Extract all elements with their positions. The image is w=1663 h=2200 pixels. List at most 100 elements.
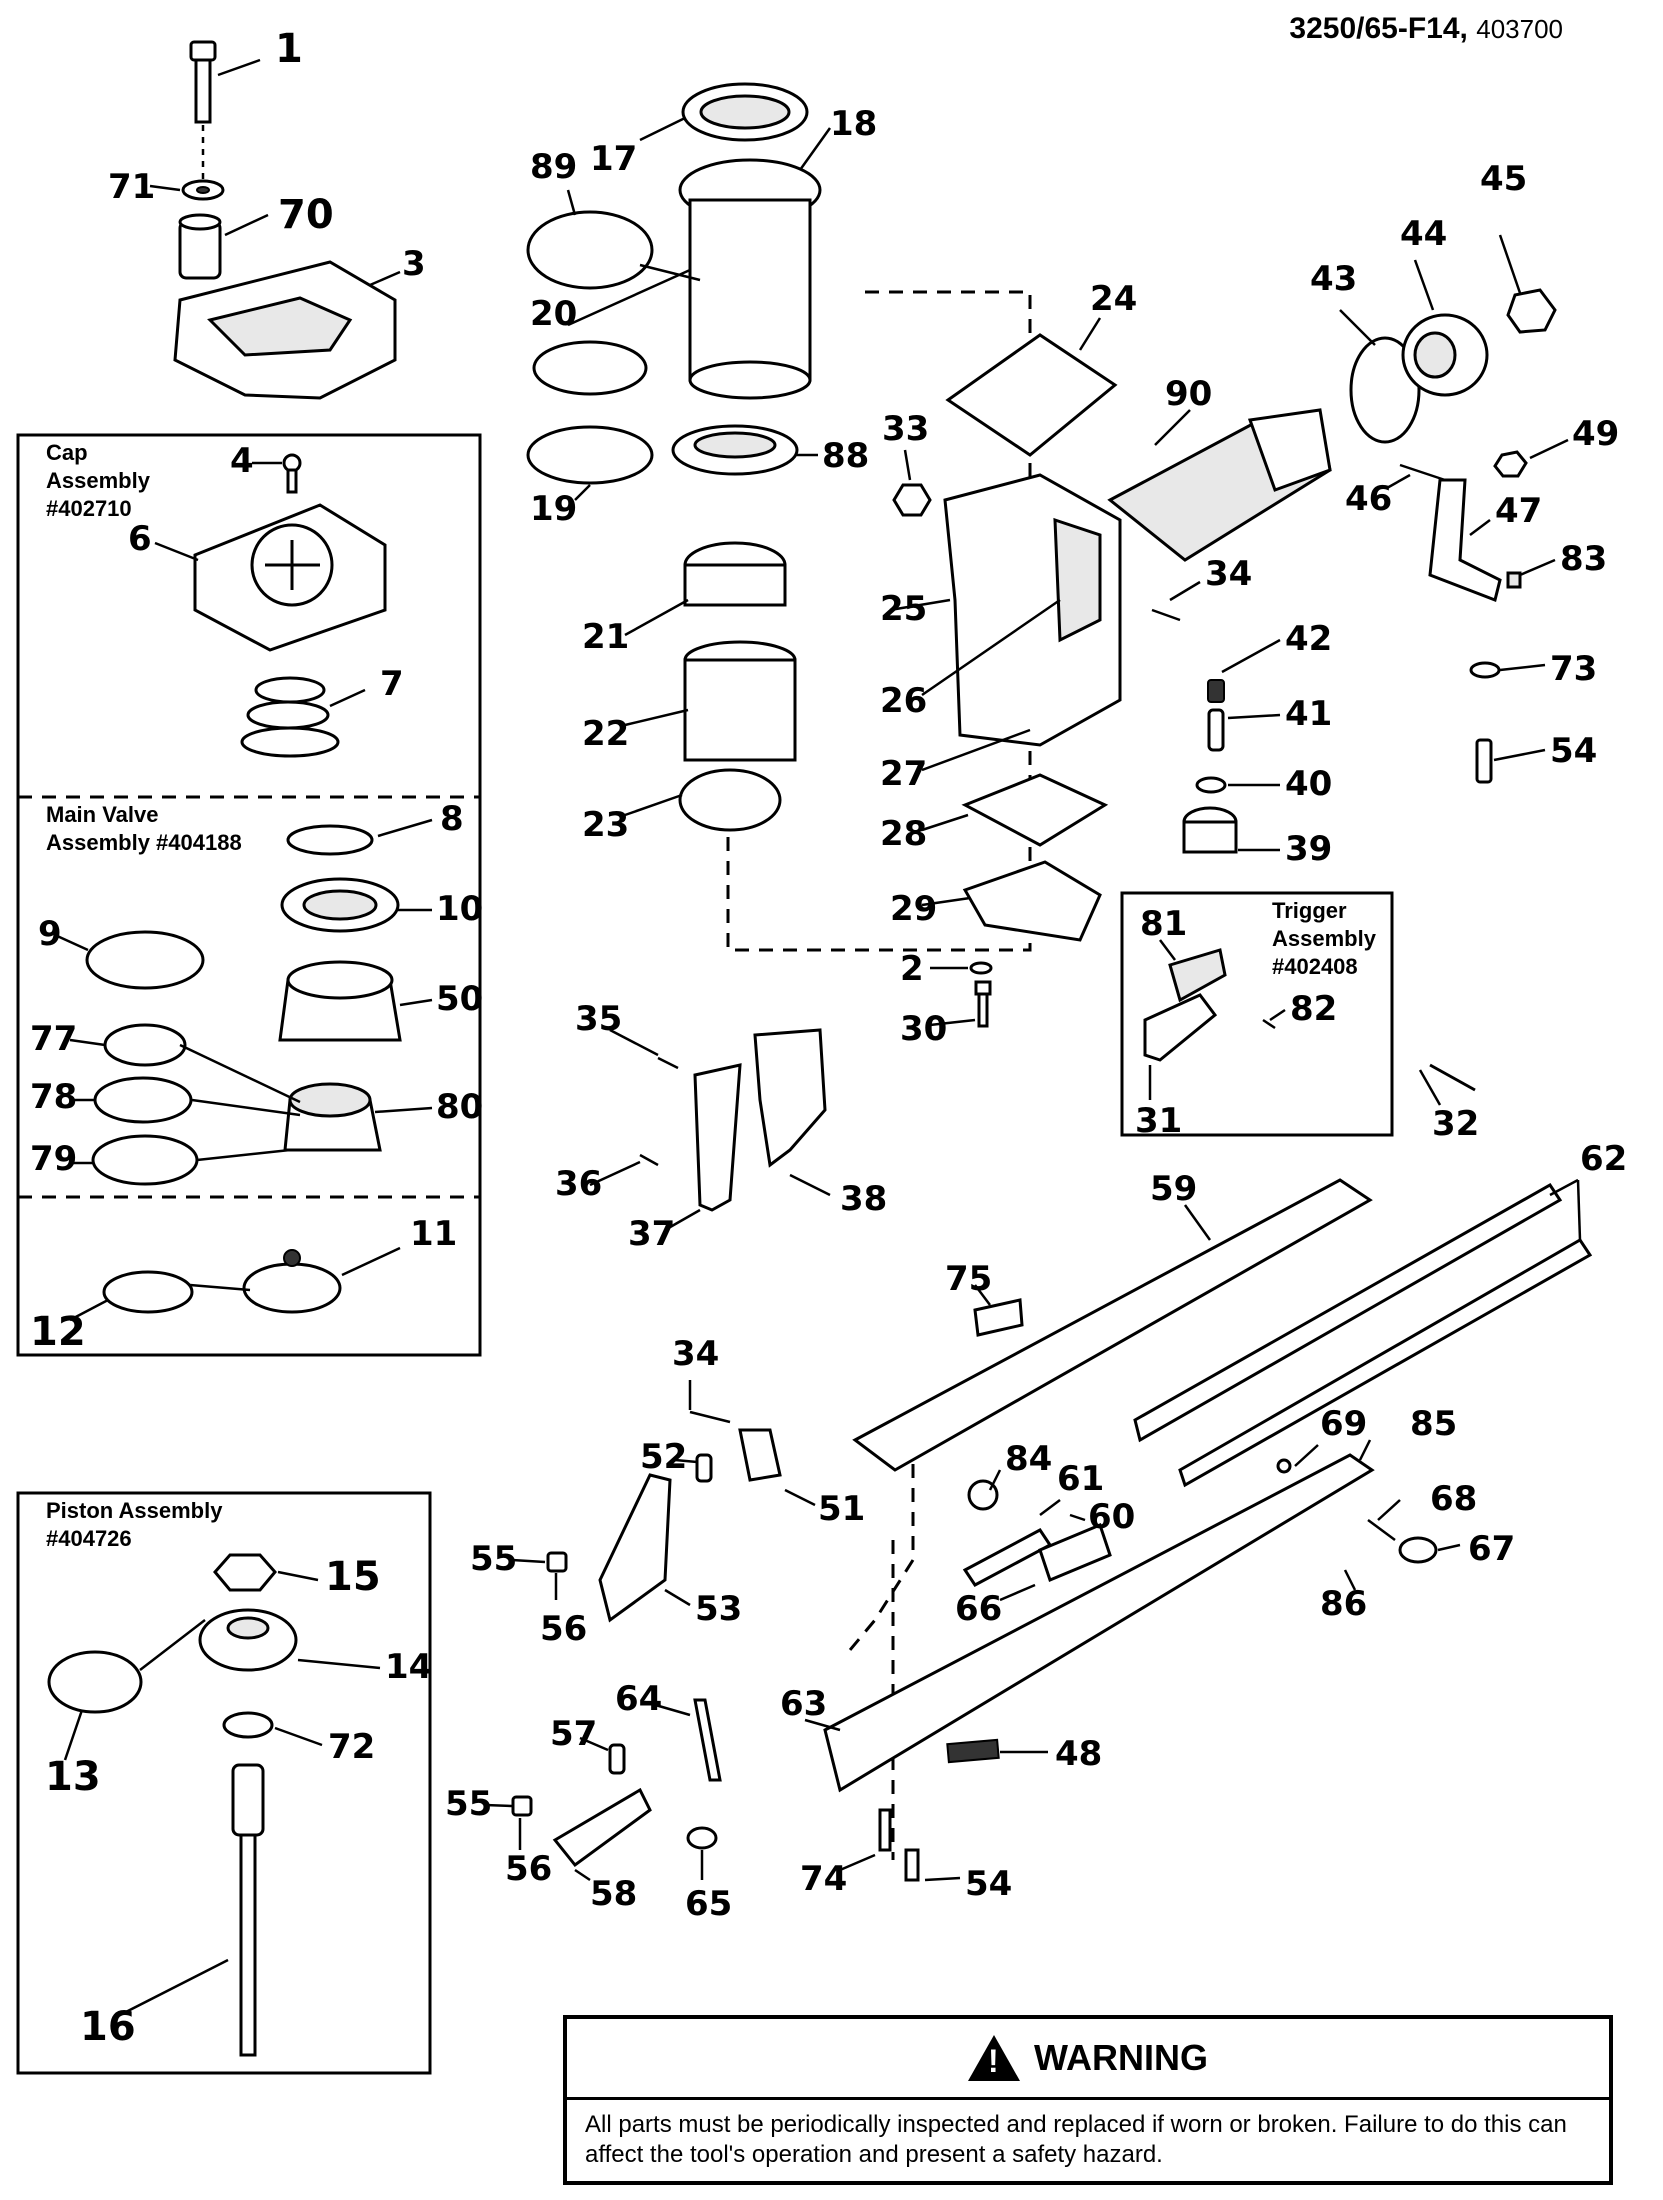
callout-number: 18 <box>830 104 877 144</box>
washer-part <box>1469 661 1501 679</box>
callout-number: 25 <box>880 589 927 629</box>
o-ring-part <box>91 1134 199 1186</box>
callout-number: 21 <box>582 617 629 657</box>
callout-number: 19 <box>530 489 577 529</box>
o-ring-part <box>1349 336 1421 444</box>
callout-number: 56 <box>540 1609 587 1649</box>
spring-part <box>695 1453 713 1483</box>
clip-part <box>1276 1458 1292 1474</box>
rail-part <box>1133 1183 1563 1443</box>
callout-number: 51 <box>818 1489 865 1529</box>
callout-number: 38 <box>840 1179 887 1219</box>
assembly-label: Assembly #404188 <box>46 830 242 855</box>
callout-number: 22 <box>582 714 629 754</box>
callout-number: 83 <box>1560 539 1607 579</box>
callout-number: 41 <box>1285 694 1332 734</box>
assembly-label: Assembly <box>46 468 151 493</box>
bumper-ring-part <box>683 541 787 607</box>
latch-part <box>738 1428 782 1482</box>
callout-number: 23 <box>582 805 629 845</box>
cap-valve-assembly-frame <box>16 433 482 1357</box>
callout-number: 63 <box>780 1684 827 1724</box>
callout-number: 78 <box>30 1077 77 1117</box>
screw-part <box>904 1848 920 1882</box>
callout-number: 8 <box>440 799 464 839</box>
knob-part <box>1398 1536 1438 1564</box>
callout-number: 6 <box>128 519 152 559</box>
gasket-part <box>961 773 1109 847</box>
warning-triangle-icon: ! <box>968 2035 1020 2081</box>
o-ring-part <box>47 1650 143 1714</box>
washer-part <box>969 961 993 975</box>
callout-number: 42 <box>1285 619 1332 659</box>
callout-number: 77 <box>30 1019 77 1059</box>
cylinder-part <box>678 158 822 400</box>
callout-number: 58 <box>590 1874 637 1914</box>
o-ring-part <box>102 1270 194 1314</box>
o-ring-part <box>286 824 374 856</box>
callout-number: 90 <box>1165 374 1212 414</box>
gasket-part <box>945 333 1118 457</box>
callout-number: 84 <box>1005 1439 1052 1479</box>
o-ring-part <box>93 1076 193 1124</box>
warning-title: WARNING <box>1034 2037 1208 2078</box>
callout-number: 64 <box>615 1679 662 1719</box>
o-ring-part <box>526 210 654 290</box>
latch-plate-part <box>598 1473 672 1623</box>
callout-number: 49 <box>1572 414 1619 454</box>
callout-number: 70 <box>278 192 334 238</box>
bumper-part <box>683 640 797 762</box>
callout-number: 43 <box>1310 259 1357 299</box>
screw-part <box>282 453 302 494</box>
nut-part <box>1207 679 1225 703</box>
callout-number: 26 <box>880 681 927 721</box>
callout-number: 54 <box>965 1864 1012 1904</box>
callout-number: 27 <box>880 754 927 794</box>
screw-part <box>511 1795 533 1817</box>
callout-number: 9 <box>38 914 62 954</box>
callout-number: 53 <box>695 1589 742 1629</box>
callout-number: 59 <box>1150 1169 1197 1209</box>
screw-part <box>546 1551 568 1573</box>
callout-number: 45 <box>1480 159 1527 199</box>
assembly-label: #402408 <box>1272 954 1358 979</box>
callout-number: 12 <box>30 1309 86 1355</box>
valve-cap-part <box>1182 806 1238 854</box>
callout-number: 34 <box>672 1334 719 1374</box>
callout-number: 4 <box>230 441 254 481</box>
callout-number: 55 <box>445 1784 492 1824</box>
warning-header: ! WARNING <box>567 2019 1609 2100</box>
callout-number: 30 <box>900 1009 947 1049</box>
callout-number: 37 <box>628 1214 675 1254</box>
screw-part <box>1475 738 1493 784</box>
screw-part <box>1399 463 1446 482</box>
pin-part <box>1429 1063 1476 1092</box>
callout-number: 66 <box>955 1589 1002 1629</box>
callout-number: 13 <box>45 1754 101 1800</box>
valve-seat-part <box>280 877 400 933</box>
callout-number: 39 <box>1285 829 1332 869</box>
valve-stem-part <box>1207 708 1225 752</box>
pin-part <box>689 1410 731 1424</box>
assembly-label: Cap <box>46 440 88 465</box>
callout-number: 40 <box>1285 764 1332 804</box>
callout-number: 31 <box>1135 1101 1182 1141</box>
cap-assembly-part <box>193 503 387 652</box>
o-ring-part <box>1195 776 1227 794</box>
o-ring-part <box>85 930 205 990</box>
callout-number: 35 <box>575 999 622 1039</box>
screw-part <box>878 1808 892 1852</box>
spring-part <box>240 676 340 758</box>
seal-part <box>681 82 809 142</box>
assembly-label: Main Valve <box>46 802 159 827</box>
nut-part <box>213 1553 277 1592</box>
callout-number: 48 <box>1055 1734 1102 1774</box>
valve-piston-part <box>278 960 402 1042</box>
callout-number: 54 <box>1550 731 1597 771</box>
cylinder-seal-part <box>671 424 799 476</box>
part-code: 403700 <box>1476 14 1563 44</box>
spring-clip-part <box>693 1698 722 1782</box>
washer-part <box>222 1711 274 1739</box>
magazine-part <box>852 1178 1373 1472</box>
model-number: 3250/65-F14, <box>1289 12 1468 45</box>
